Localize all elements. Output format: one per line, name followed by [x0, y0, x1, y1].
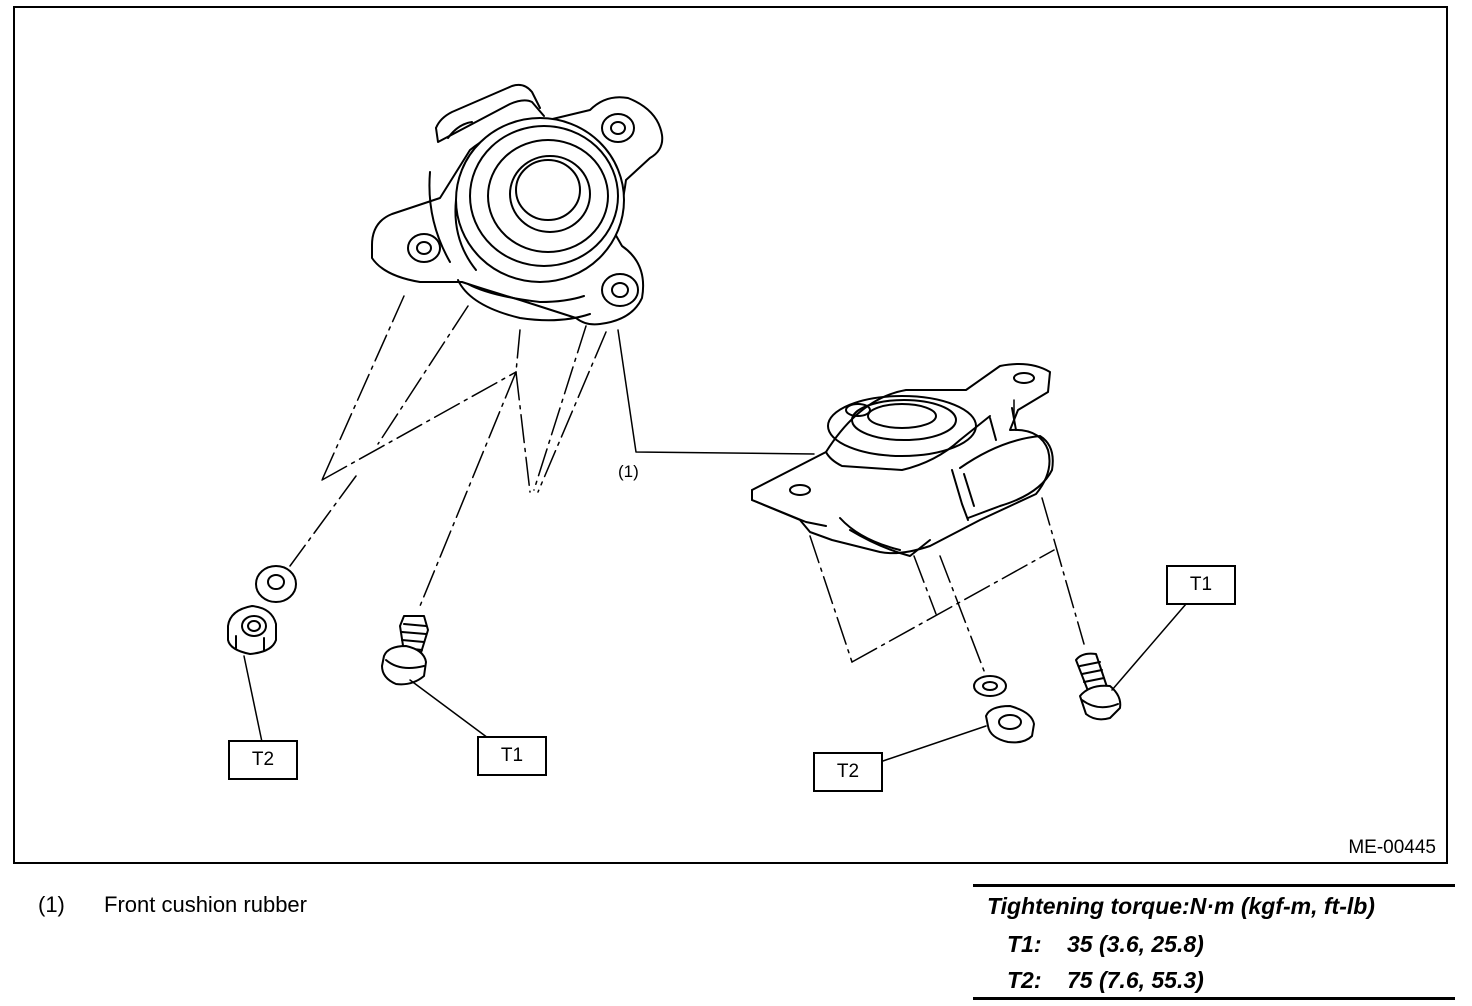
torque-value: 35 (3.6, 25.8) — [1067, 931, 1204, 957]
figure-id: ME-00445 — [1348, 837, 1436, 858]
torque-key: T2: — [1007, 967, 1042, 993]
torque-label-t2-right: T2 — [813, 752, 883, 792]
torque-label-t1-right: T1 — [1166, 565, 1236, 605]
torque-key: T1: — [1007, 931, 1042, 957]
torque-table: Tightening torque:N·m (kgf-m, ft-lb) T1:… — [973, 884, 1455, 1000]
torque-value: 75 (7.6, 55.3) — [1067, 967, 1204, 993]
bolt-left — [381, 615, 429, 686]
torque-label-t2-left: T2 — [228, 740, 298, 780]
legend-item-number: (1) — [38, 892, 65, 917]
torque-label-t1-left: T1 — [477, 736, 547, 776]
legend-item: (1) Front cushion rubber — [38, 892, 307, 918]
washer-right — [973, 675, 1007, 697]
torque-row-t1: T1: 35 (3.6, 25.8) — [1007, 931, 1204, 958]
cushion-rubber-left — [371, 83, 664, 326]
leader-lines — [243, 329, 1187, 763]
cushion-rubber-right — [751, 363, 1054, 557]
torque-table-title: Tightening torque:N·m (kgf-m, ft-lb) — [987, 893, 1375, 919]
legend-item-text: Front cushion rubber — [104, 892, 307, 917]
assembly-lines — [289, 295, 1085, 677]
figure-frame — [13, 6, 1448, 864]
callout-1: (1) — [618, 462, 639, 481]
nut-right — [985, 705, 1035, 744]
nut-left — [227, 605, 277, 655]
torque-row-t2: T2: 75 (7.6, 55.3) — [1007, 967, 1204, 994]
bolt-right — [1075, 652, 1122, 721]
washer-left — [255, 565, 297, 603]
